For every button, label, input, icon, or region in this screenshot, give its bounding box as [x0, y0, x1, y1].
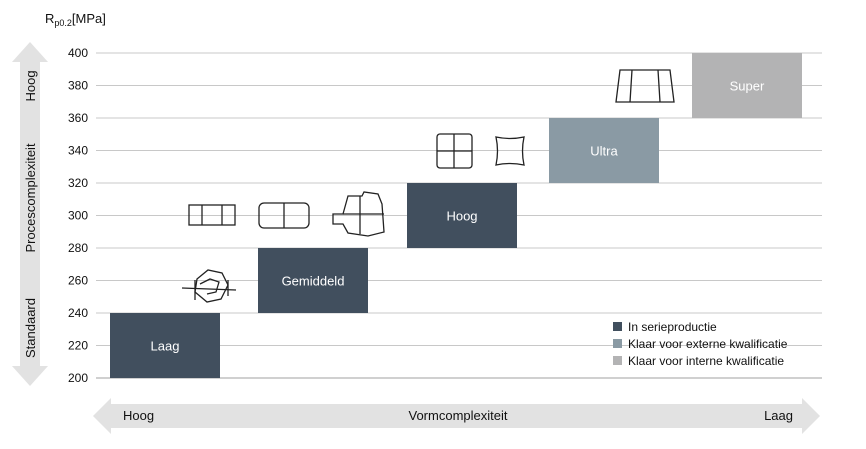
- y-arrow-middle-label: Procescomplexiteit: [23, 143, 38, 252]
- x-arrow-right-label: Laag: [764, 408, 793, 423]
- bar-label-laag: Laag: [151, 339, 180, 354]
- bar-super: [692, 53, 802, 118]
- y-axis-subscript: p0.2: [54, 18, 72, 28]
- rectangular-plate-icon: [188, 204, 236, 226]
- trapezoid-frame-icon: [615, 69, 675, 103]
- y-tick-label: 300: [68, 209, 88, 223]
- y-tick-label: 400: [68, 46, 88, 60]
- hexagon-part-icon: [181, 269, 237, 303]
- legend-swatch-extern: [613, 339, 622, 348]
- rounded-square-icon: [495, 136, 525, 166]
- x-arrow-left-label: Hoog: [123, 408, 154, 423]
- bar-ultra: [549, 118, 659, 183]
- y-arrow-top-label: Hoog: [23, 70, 38, 101]
- y-tick-label: 320: [68, 176, 88, 190]
- shape-icons: [181, 69, 675, 303]
- bar-hoog: [407, 183, 517, 248]
- bar-laag: [110, 313, 220, 378]
- horizontal-arrow-shape: [93, 398, 820, 434]
- y-tick-label: 380: [68, 79, 88, 93]
- y-tick-label: 340: [68, 144, 88, 158]
- bar-label-gemiddeld: Gemiddeld: [282, 274, 345, 289]
- legend: In serieproductie Klaar voor externe kwa…: [613, 320, 788, 368]
- bar-label-ultra: Ultra: [590, 144, 618, 159]
- y-tick-label: 240: [68, 306, 88, 320]
- cross-window-icon: [436, 133, 473, 169]
- bar-label-super: Super: [730, 79, 765, 94]
- bar-label-hoog: Hoog: [446, 209, 477, 224]
- y-axis-unit: [MPa]: [72, 11, 106, 26]
- bars: Laag Gemiddeld Hoog Ultra Super: [110, 53, 802, 378]
- y-tick-label: 280: [68, 241, 88, 255]
- bar-gemiddeld: [258, 248, 368, 313]
- legend-swatch-serie: [613, 322, 622, 331]
- y-arrow-bottom-label: Standaard: [23, 298, 38, 358]
- x-axis-title: Vormcomplexiteit: [409, 408, 508, 423]
- vertical-arrow-shape: [12, 42, 48, 386]
- legend-label-serie: In serieproductie: [628, 320, 717, 334]
- y-tick-labels: 200 220 240 260 280 300 320 340 360 380 400: [68, 46, 88, 385]
- y-tick-label: 360: [68, 111, 88, 125]
- y-axis-symbol: R: [45, 11, 54, 26]
- y-tick-label: 200: [68, 371, 88, 385]
- legend-label-intern: Klaar voor interne kwalificatie: [628, 354, 784, 368]
- process-complexity-arrow: Hoog Procescomplexiteit Standaard: [12, 42, 48, 386]
- complex-casting-icon: [332, 191, 385, 237]
- legend-label-extern: Klaar voor externe kwalificatie: [628, 337, 788, 351]
- y-tick-label: 220: [68, 339, 88, 353]
- shape-complexity-arrow: Hoog Vormcomplexiteit Laag: [93, 398, 820, 434]
- y-axis-title: Rp0.2[MPa]: [45, 11, 106, 28]
- rounded-plate-icon: [258, 202, 310, 229]
- legend-swatch-intern: [613, 356, 622, 365]
- y-tick-label: 260: [68, 274, 88, 288]
